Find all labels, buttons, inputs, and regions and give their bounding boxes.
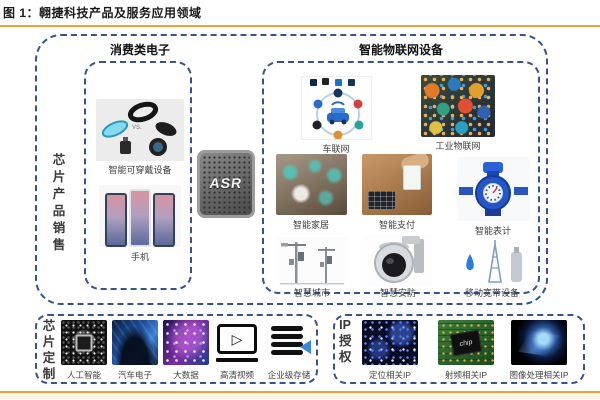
security-camera-caption: 智慧安防	[379, 288, 417, 298]
industrial-iot-photo	[421, 75, 495, 137]
image-processing-ip-photo	[511, 320, 567, 365]
chip-sales-vertical-label: 芯片产品销售	[52, 153, 66, 252]
automotive-caption: 汽车电子	[117, 370, 153, 380]
broadband-devices-graphic	[466, 240, 522, 283]
smart-city-graphic	[280, 242, 344, 285]
ip-licensing-box	[333, 314, 585, 384]
left-arrow-icon	[293, 340, 311, 354]
enterprise-storage-caption: 企业级存储	[267, 370, 311, 380]
payment-device-shape	[403, 165, 421, 190]
smart-meter-graphic	[459, 162, 528, 216]
smart-payment-photo	[362, 154, 432, 215]
iot-devices-title: 智能物联网设备	[358, 43, 444, 57]
rf-ip-caption: 射频相关IP	[444, 370, 488, 380]
security-camera-graphic	[374, 236, 424, 283]
phones-photo	[99, 185, 181, 247]
positioning-ip-caption: 定位相关IP	[368, 370, 412, 380]
connected-car-photo	[301, 76, 372, 140]
chip-bga-dots	[202, 155, 250, 213]
bottom-orange-rule	[0, 391, 600, 393]
chip-custom-box	[35, 314, 318, 384]
phone-left	[105, 193, 127, 247]
top-orange-rule	[0, 25, 600, 27]
connected-car-graphic	[310, 78, 364, 139]
bigdata-caption: 大数据	[173, 370, 199, 380]
wearables-caption: 智能可穿戴设备	[108, 165, 172, 175]
hd-video-caption: 高清视频	[219, 370, 255, 380]
industrial-iot-caption: 工业物联网	[435, 141, 481, 151]
ai-caption: 人工智能	[66, 370, 102, 380]
chip-custom-vertical-label: 芯片定制	[42, 319, 56, 381]
smart-payment-caption: 智能支付	[378, 220, 416, 230]
ai-chip-core	[75, 334, 93, 351]
smart-home-photo	[276, 154, 347, 215]
positioning-ip-photo	[362, 320, 418, 365]
keypad-shape	[368, 191, 395, 209]
glow-shape	[511, 320, 567, 365]
automotive-photo	[112, 320, 158, 365]
consumer-electronics-box	[84, 61, 192, 290]
phone-middle	[129, 189, 151, 247]
phone-right	[153, 193, 175, 247]
asr-logo-text: ASR	[208, 175, 244, 192]
video-underline	[216, 357, 258, 362]
asr-chip-image: ASR	[197, 150, 255, 218]
broadband-devices-photo	[459, 240, 525, 287]
rf-ip-photo: chip	[438, 320, 494, 365]
smart-meter-photo	[457, 157, 530, 221]
storage-bars	[271, 326, 303, 358]
bigdata-photo	[163, 320, 209, 365]
wearables-photo: VS.	[96, 99, 184, 161]
security-camera-photo	[364, 235, 432, 287]
wearables-vs-text: VS.	[132, 125, 142, 131]
video-player-frame: ▷	[217, 323, 257, 354]
smart-home-caption: 智能家居	[292, 220, 330, 230]
footer-band	[0, 393, 600, 400]
phones-caption: 手机	[130, 252, 150, 262]
iot-devices-box	[262, 61, 540, 294]
hd-video-icon: ▷	[214, 320, 260, 365]
connected-car-caption: 车联网	[322, 144, 350, 154]
smart-meter-caption: 智能表计	[474, 226, 512, 236]
smart-city-photo	[278, 237, 346, 287]
smart-city-caption: 智慧城市	[293, 288, 331, 298]
enterprise-storage-icon	[266, 320, 312, 365]
consumer-electronics-title: 消费类电子	[109, 43, 171, 57]
rf-chip-shape: chip	[449, 329, 483, 356]
chip-sales-outer-box	[35, 34, 548, 305]
image-processing-ip-caption: 图像处理相关IP	[509, 370, 569, 380]
wearables-photo-graphic	[101, 101, 177, 156]
broadband-devices-caption: 移动宽带设备	[464, 288, 520, 298]
ai-photo	[61, 320, 107, 365]
figure-title: 图 1：翱捷科技产品及服务应用领域	[3, 6, 202, 20]
ip-licensing-vertical-label: IP授权	[339, 318, 352, 364]
